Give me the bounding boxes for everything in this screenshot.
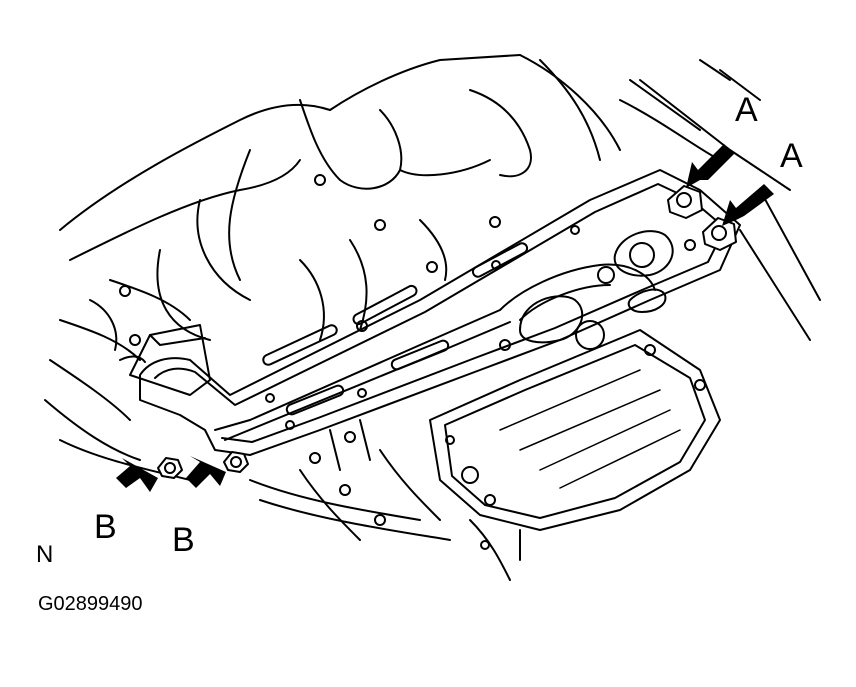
bolt-b-right: [223, 451, 249, 473]
arrow-a-lower-icon: [722, 184, 774, 226]
callout-label-b-left: B: [94, 508, 117, 546]
bolt-a-upper: [667, 185, 703, 219]
arrow-b-left-icon: [116, 458, 158, 492]
oil-pan: [429, 329, 721, 581]
callout-label-a-upper: A: [735, 91, 758, 129]
callout-label-a-lower: A: [780, 137, 803, 175]
support-block: [119, 324, 211, 396]
callout-label-b-right: B: [172, 521, 195, 559]
arrow-b-right-icon: [186, 456, 226, 488]
arrow-a-upper-icon: [686, 144, 734, 188]
bolt-b-left: [157, 457, 183, 479]
figure-code: G02899490: [38, 593, 143, 615]
view-letter: N: [36, 541, 54, 568]
bolt-a-lower: [702, 217, 737, 251]
background-holes: [119, 174, 580, 550]
